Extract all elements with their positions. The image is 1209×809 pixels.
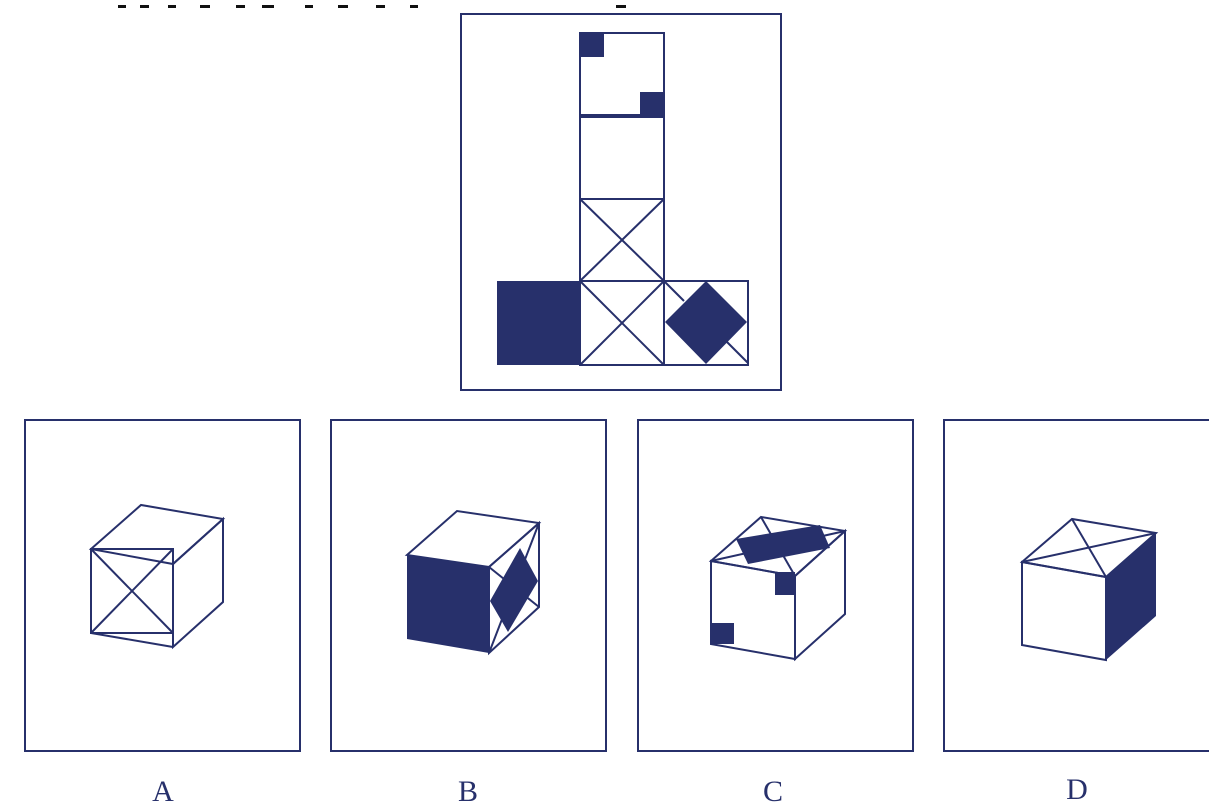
net-small-square-1 [580,34,604,57]
option-c-top-rect [736,525,830,564]
net-face-solid [497,281,580,365]
option-d-solid-side [1106,533,1156,660]
cube-net-figure [497,32,749,366]
net-face-blank [579,114,665,200]
option-c-small-square-2 [711,623,734,644]
net-diamond [665,281,747,364]
option-a-panel[interactable] [24,419,301,752]
option-c-cube [708,515,848,662]
option-d-panel[interactable] [943,419,1209,752]
cropped-text-glyphs [118,5,626,8]
cube-net-panel [460,13,782,391]
option-d-cube [1019,517,1159,662]
option-d-label: D [1066,773,1088,806]
option-b-diamond [490,548,538,632]
option-b-panel[interactable] [330,419,607,752]
option-c-small-square-1 [775,572,795,595]
net-small-square-2 [640,92,664,116]
option-b-label: B [457,775,478,808]
option-a-cube [88,503,226,650]
option-b-solid-face [407,555,489,653]
option-c-panel[interactable] [637,419,914,752]
cropped-question-text [0,0,1209,8]
option-a-label: A [152,775,174,808]
option-c-label: C [762,775,783,808]
option-b-cube [404,509,542,656]
